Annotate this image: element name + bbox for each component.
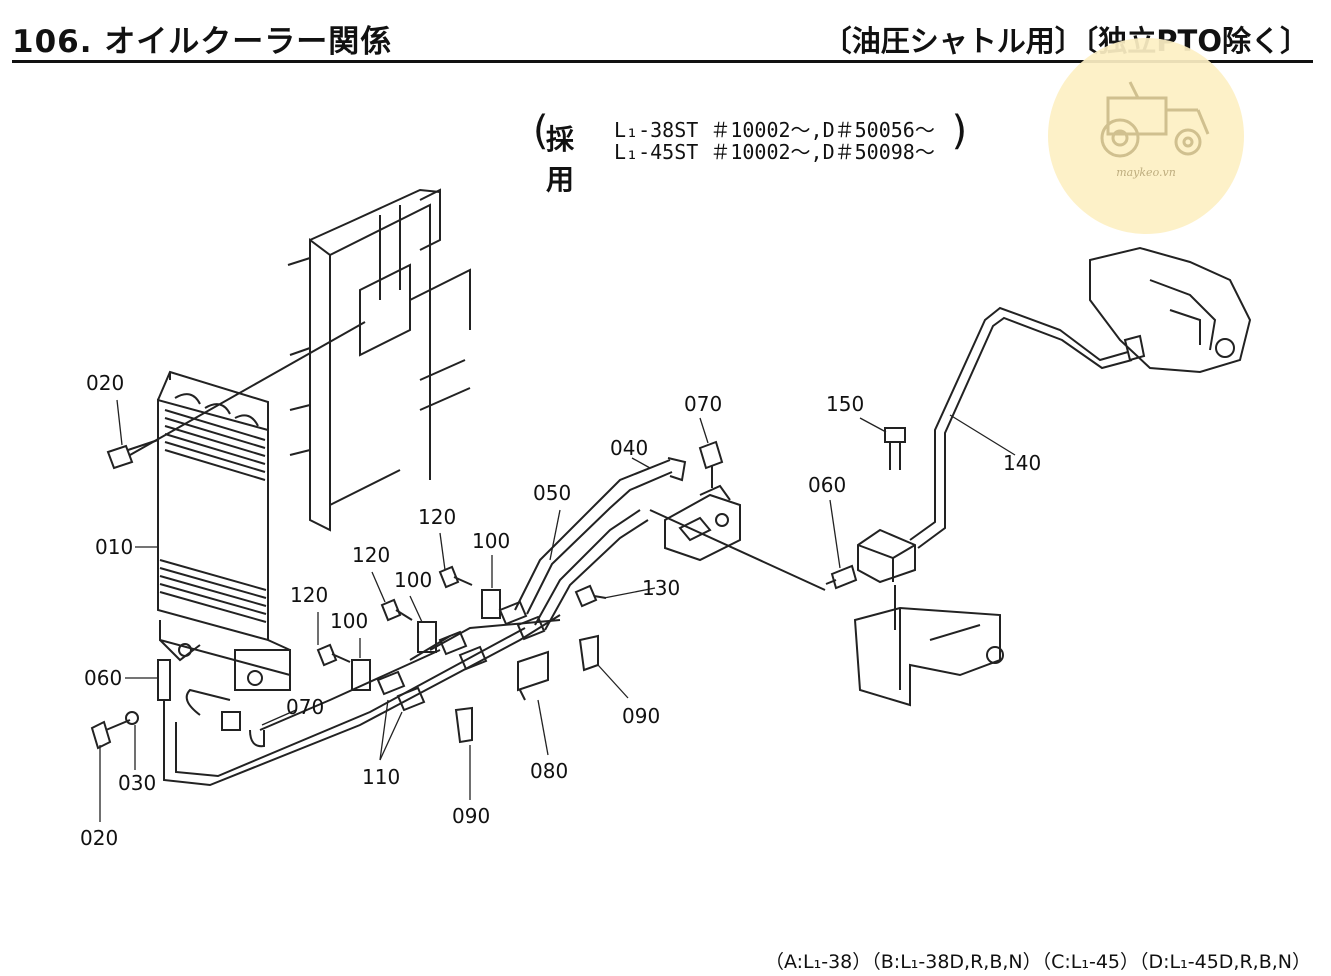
- label-020-bottom: 020: [80, 826, 118, 850]
- bolt-120-mid: [380, 598, 413, 622]
- bolt-120-right: [438, 565, 473, 589]
- leader-lines: [99, 399, 1016, 822]
- adoption-close-paren: ): [948, 108, 973, 154]
- elbow-070-right: [698, 440, 724, 488]
- label-090-lower: 090: [452, 804, 490, 828]
- watermark-text: maykeo.vn: [1116, 166, 1176, 179]
- clamp-090-lower: [454, 706, 473, 744]
- label-020-top: 020: [86, 371, 124, 395]
- label-120-mid: 120: [352, 543, 390, 567]
- label-120-left: 120: [290, 583, 328, 607]
- model-legend: （A:L₁-38）（B:L₁-38D,R,B,N）（C:L₁-45）（D:L₁-…: [764, 951, 1311, 973]
- part-labels: 010 020 020 030 040 050 060 060 070 070 …: [80, 371, 1041, 850]
- sleeve-110: [376, 600, 546, 712]
- leader-bolt-frame: [129, 321, 366, 456]
- fitting-130: [574, 584, 607, 608]
- page-subtitle: 〔油圧シャトル用〕〔独立PTO除く〕: [822, 24, 1309, 58]
- pump-assembly: [1089, 246, 1252, 374]
- oil-cooler: [157, 370, 291, 691]
- pipe-block: [857, 528, 916, 584]
- watermark-logo: maykeo.vn: [1048, 38, 1244, 234]
- page-title: 106. オイルクーラー関係: [12, 24, 393, 60]
- label-100-mid: 100: [394, 568, 432, 592]
- clamp-080: [517, 650, 549, 701]
- valve-block: [664, 484, 741, 562]
- label-100-left: 100: [330, 609, 368, 633]
- clamp-090-right: [578, 634, 599, 672]
- bolt-120-left: [316, 643, 351, 667]
- frame-bracket: [287, 188, 471, 532]
- leader-valve-060: [649, 509, 826, 591]
- label-010: 010: [95, 535, 133, 559]
- bolt-020-bottom: [90, 711, 139, 750]
- adoption-line-2: L₁-45ST ＃10002〜,D＃50098〜: [614, 140, 935, 164]
- adoption-open-paren: (: [528, 108, 553, 154]
- label-050: 050: [533, 481, 571, 505]
- mount-bracket: [853, 606, 1004, 707]
- fitting-060-right: [825, 564, 858, 590]
- label-090-right: 090: [622, 704, 660, 728]
- tractor-icon: [1100, 81, 1210, 158]
- pipe-140: [909, 306, 1146, 549]
- elbow-070-left: [221, 711, 265, 748]
- pipe-050: [534, 509, 649, 631]
- label-100-right: 100: [472, 529, 510, 553]
- label-080: 080: [530, 759, 568, 783]
- clamp-100-mid: [417, 621, 437, 653]
- clamp-100-left: [351, 659, 371, 691]
- header-rule: [12, 60, 1313, 63]
- pipe-040: [514, 457, 687, 615]
- fitting-060-left: [157, 659, 171, 720]
- label-150: 150: [826, 392, 864, 416]
- clamp-100-right: [481, 589, 501, 619]
- label-040: 040: [610, 436, 648, 460]
- label-110: 110: [362, 765, 400, 789]
- label-130: 130: [642, 576, 680, 600]
- label-140: 140: [1003, 451, 1041, 475]
- label-030: 030: [118, 771, 156, 795]
- label-060-right: 060: [808, 473, 846, 497]
- hose-lines: [163, 614, 561, 787]
- label-120-right: 120: [418, 505, 456, 529]
- adoption-label: 採用: [546, 123, 575, 196]
- label-060-left: 060: [84, 666, 122, 690]
- label-070-left: 070: [286, 695, 324, 719]
- bolt-150: [884, 427, 906, 470]
- label-070-right: 070: [684, 392, 722, 416]
- adoption-line-1: L₁-38ST ＃10002〜,D＃50056〜: [614, 118, 935, 142]
